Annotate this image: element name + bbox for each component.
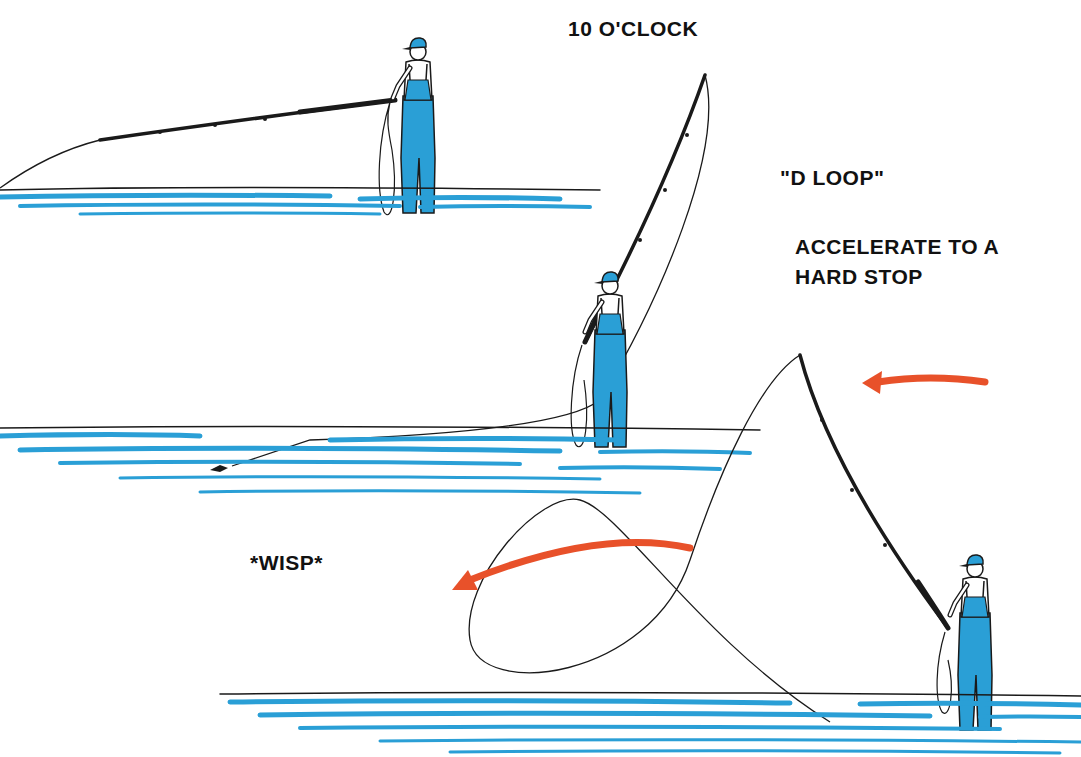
callout-label: 10 O'CLOCK <box>568 14 788 44</box>
angler-figure-1 <box>0 38 600 215</box>
angler-figure-2 <box>0 75 760 493</box>
callout-label: *WISP* <box>250 548 390 578</box>
callout-label: ACCELERATE TO A HARD STOP <box>795 232 1017 293</box>
callout-label: "D LOOP" <box>780 163 980 193</box>
angler-figure-3 <box>220 355 1081 753</box>
